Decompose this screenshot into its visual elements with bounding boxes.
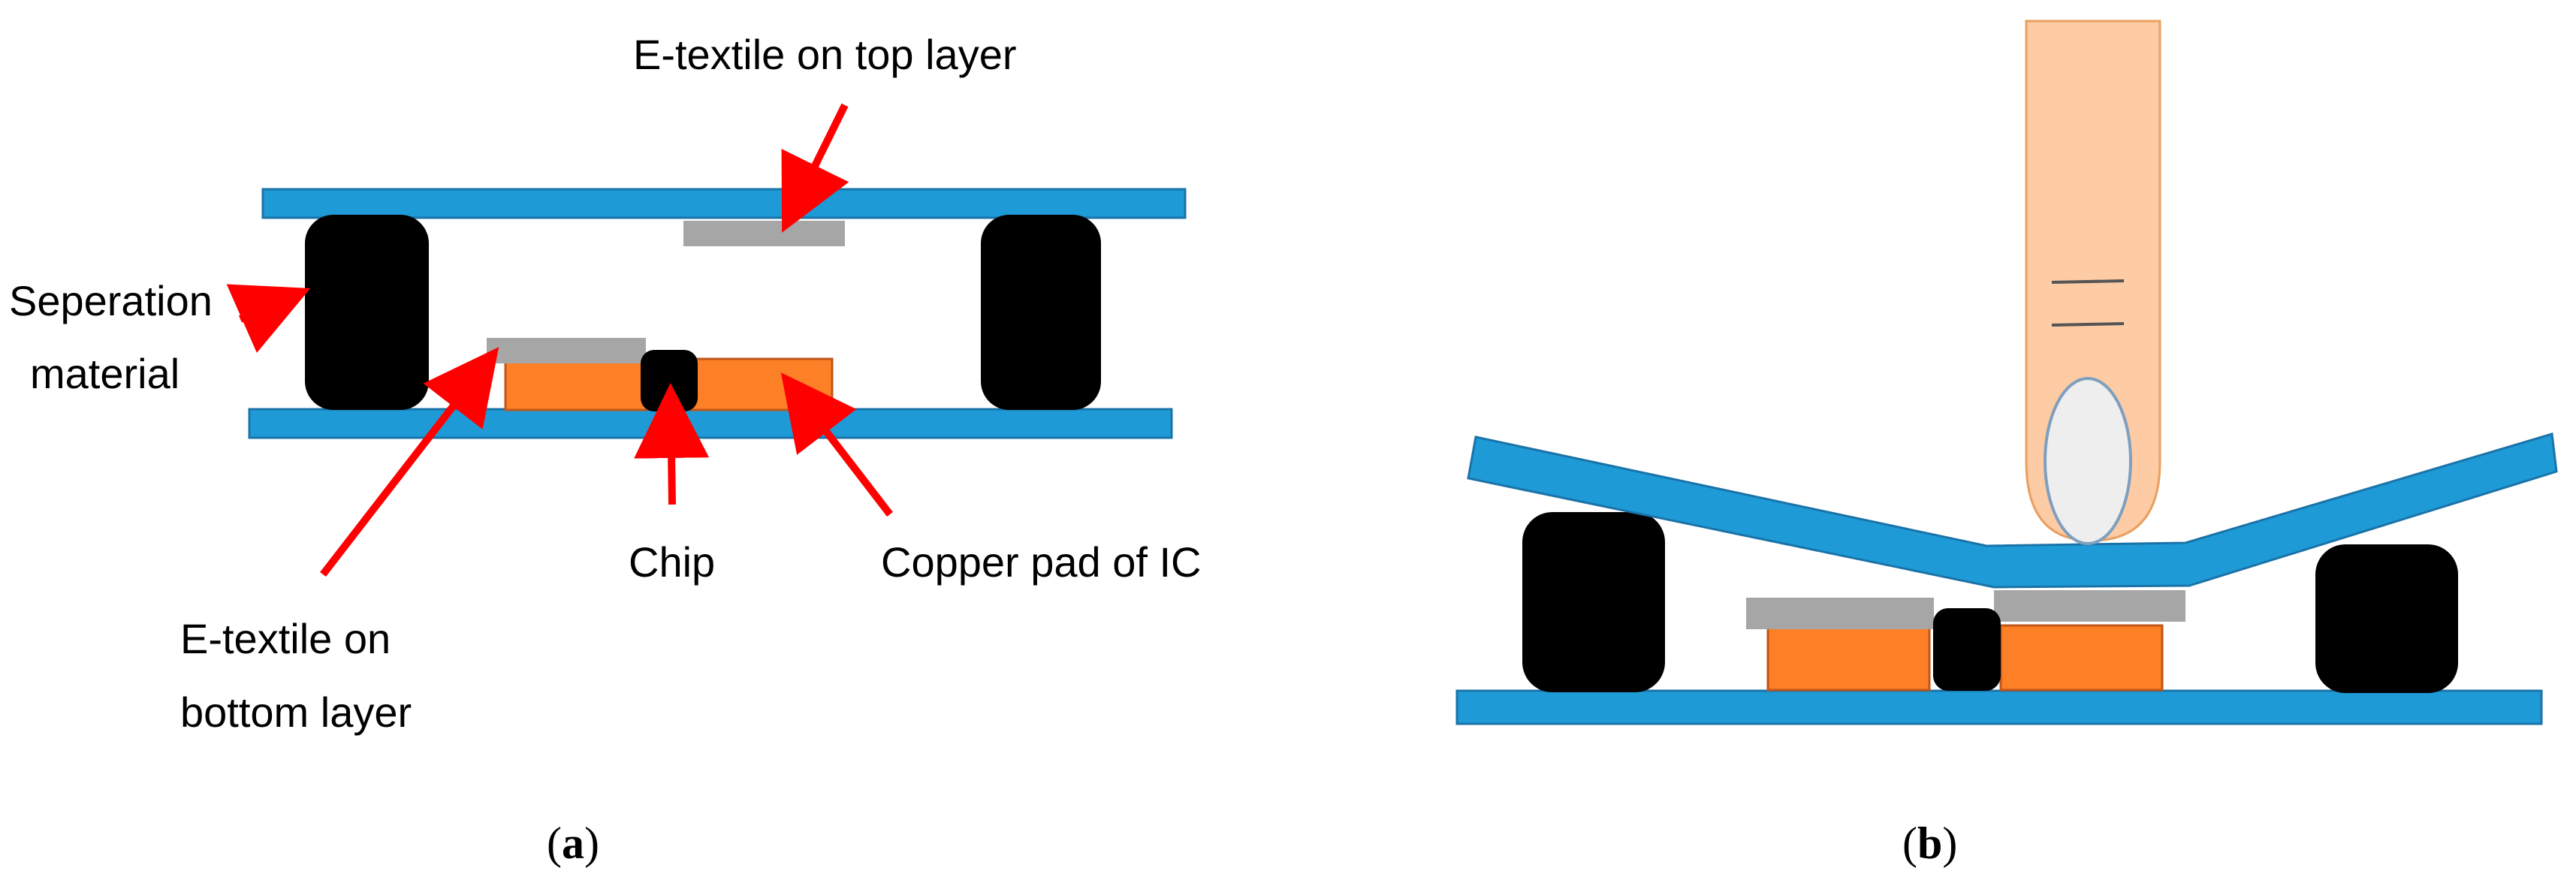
bottom-layer-b xyxy=(1455,689,2543,725)
label-e-textile-top: E-textile on top layer xyxy=(633,31,1016,78)
copper-pad-left xyxy=(504,357,648,411)
label-separation-line2: material xyxy=(30,350,179,397)
copper-pad-right-b xyxy=(1999,624,2164,692)
separation-block-left-b xyxy=(1522,512,1665,692)
separation-block-right-b xyxy=(2315,544,2458,693)
label-e-textile-bottom-line1: E-textile on xyxy=(180,615,391,662)
finger-crease-1 xyxy=(2051,279,2125,284)
bent-top-layer xyxy=(1467,432,2558,589)
top-layer xyxy=(261,188,1187,219)
e-textile-top xyxy=(683,221,845,246)
separation-block-right xyxy=(981,215,1101,410)
e-textile-top-b xyxy=(1994,590,2185,622)
separation-block-left xyxy=(305,215,429,410)
caption-b-letter: b xyxy=(1917,818,1942,868)
caption-a-letter: a xyxy=(562,818,584,868)
chip-b xyxy=(1933,608,2001,691)
caption-b-open: ( xyxy=(1902,818,1917,868)
finger-nail xyxy=(2044,377,2132,545)
label-copper-pad: Copper pad of IC xyxy=(881,538,1201,586)
label-chip: Chip xyxy=(629,538,715,586)
e-textile-bottom xyxy=(487,338,646,363)
finger-crease-2 xyxy=(2051,322,2125,327)
panel-b: (b) xyxy=(1455,20,2558,868)
caption-a-close: ) xyxy=(584,818,599,868)
label-e-textile-bottom-line2: bottom layer xyxy=(180,689,412,736)
copper-pad-right xyxy=(689,357,834,411)
arrow-copper-pad xyxy=(780,372,893,517)
panel-a: E-textile on top layer Seperation materi… xyxy=(9,31,1201,868)
e-textile-bottom-b xyxy=(1746,598,1934,629)
arrow-top-textile xyxy=(781,103,849,233)
label-separation-line1: Seperation xyxy=(9,277,213,324)
caption-a-open: ( xyxy=(547,818,562,868)
copper-pad-left-b xyxy=(1766,624,1931,692)
caption-b: (b) xyxy=(1902,818,1957,868)
arrow-separation xyxy=(226,284,311,353)
caption-a: (a) xyxy=(547,818,599,868)
caption-b-close: ) xyxy=(1942,818,1957,868)
arrow-bottom-textile xyxy=(320,347,499,577)
bottom-layer xyxy=(248,408,1173,439)
arrow-chip xyxy=(634,383,710,505)
